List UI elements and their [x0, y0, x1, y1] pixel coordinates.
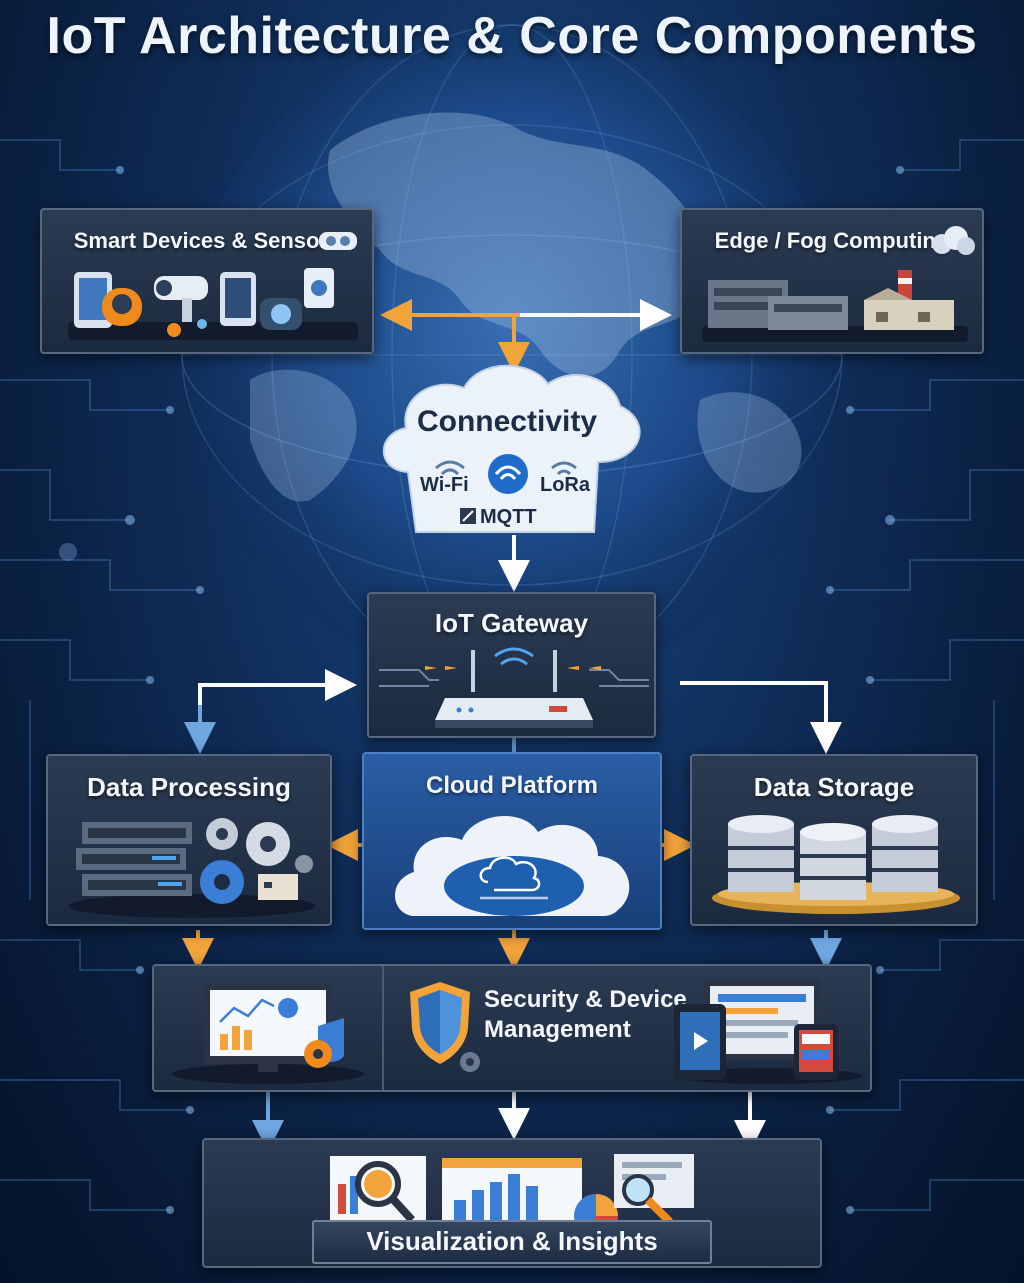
gear-icon	[200, 818, 313, 904]
gateway-label: IoT Gateway	[434, 608, 589, 638]
edge-servers-illustration	[702, 270, 968, 342]
database-illustration	[712, 815, 960, 914]
smartphone-icon	[220, 272, 256, 326]
processing-illustration	[68, 818, 316, 918]
security-shield-icon	[410, 982, 480, 1072]
data-storage-label: Data Storage	[753, 772, 915, 802]
data-processing-label: Data Processing	[87, 772, 291, 802]
connectivity-cloud[interactable]	[372, 362, 654, 540]
thermostat-icon	[304, 268, 334, 308]
arrow-gateway-right	[680, 681, 842, 754]
router-illustration	[379, 647, 649, 728]
protocol-wifi: Wi-Fi	[420, 474, 469, 496]
analytics-monitor-icon	[172, 984, 364, 1084]
gateway-panel[interactable]: IoT Gateway	[367, 592, 656, 738]
connectivity-hub-icon	[488, 454, 528, 494]
data-storage-panel[interactable]: Data Storage	[690, 754, 978, 926]
lora-signal-icon	[551, 461, 577, 476]
edge-fog-label: Edge / Fog Computing	[714, 228, 950, 253]
circuit-nodes	[59, 166, 904, 1214]
insight-magnifier-icon	[614, 1154, 694, 1225]
wifi-icon	[435, 460, 465, 476]
smartwatch-icon	[260, 298, 302, 330]
protocol-mqtt: MQTT	[480, 506, 537, 528]
cloud-network-icon	[479, 856, 548, 900]
security-camera-icon	[154, 276, 208, 322]
devices-illustration	[68, 268, 358, 340]
connectivity-label: Connectivity	[416, 405, 598, 438]
data-processing-panel[interactable]: Data Processing	[46, 754, 332, 926]
server-rack-icon	[708, 280, 848, 330]
smoke-cloud-icon	[932, 226, 975, 255]
smart-devices-panel[interactable]: Smart Devices & Sensors	[40, 208, 374, 354]
report-magnifier-icon	[330, 1156, 426, 1224]
visualization-panel[interactable]: Visualization & Insights	[202, 1138, 822, 1268]
visualization-label: Visualization & Insights	[312, 1220, 712, 1264]
mqtt-logo-icon	[460, 508, 476, 524]
vr-headset-icon	[319, 232, 357, 250]
factory-icon	[864, 270, 954, 330]
tablet-icon	[74, 272, 112, 328]
robot-sensor-icon	[102, 288, 142, 326]
arrow-gateway-left	[198, 669, 357, 740]
database-icon	[728, 815, 938, 900]
wifi-signal-icon	[494, 647, 534, 666]
bar-chart-icon	[442, 1158, 582, 1228]
cloud-platform-icon	[395, 816, 630, 916]
cloud-platform-label: Cloud Platform	[426, 772, 598, 799]
circuit-lines	[0, 139, 1024, 1211]
security-label-line1: Security & Device	[484, 986, 687, 1013]
edge-fog-panel[interactable]: Edge / Fog Computing	[680, 208, 984, 354]
server-stack-icon	[76, 822, 192, 896]
device-management-icon	[674, 980, 862, 1084]
smart-devices-label: Smart Devices & Sensors	[73, 228, 341, 253]
protocol-lora: LoRa	[540, 474, 590, 496]
security-label-line2: Management	[484, 1016, 631, 1043]
cloud-platform-panel[interactable]: Cloud Platform	[362, 752, 662, 930]
page-title: IoT Architecture & Core Components	[46, 7, 978, 65]
security-panel[interactable]: Security & Device Management	[152, 964, 872, 1092]
